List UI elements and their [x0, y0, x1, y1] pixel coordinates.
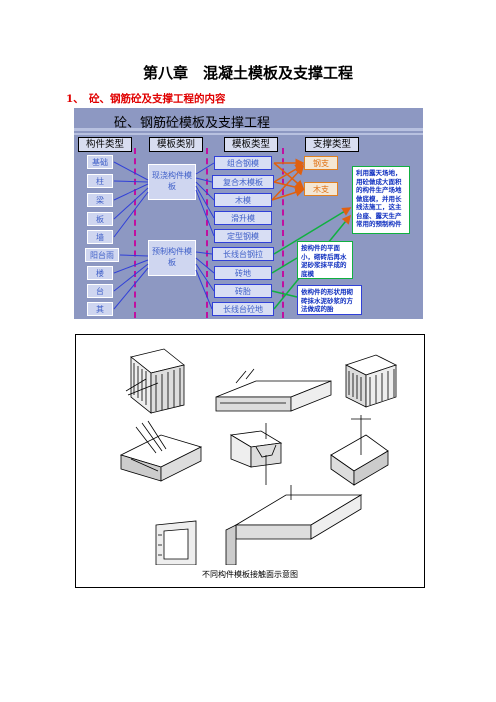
header-component-type: 构件类型 [78, 137, 132, 152]
slide-title-bar-thin [74, 133, 423, 135]
column-divider [134, 148, 136, 318]
component-other: 其 [87, 302, 113, 316]
type-brick-floor: 砖地 [214, 266, 272, 280]
formwork-sketches [119, 348, 398, 565]
type-wood: 木模 [214, 193, 272, 207]
header-template-category: 模板类别 [149, 137, 203, 152]
section-heading: 1、 砼、钢筋砼及支撑工程的内容 [66, 93, 226, 105]
component-wall: 墙 [87, 230, 113, 244]
type-brick-mold: 砖胎 [214, 284, 272, 298]
component-platform: 台 [87, 284, 113, 298]
component-foundation: 基础 [87, 155, 113, 169]
component-balcony: 阳台雨 [85, 248, 119, 262]
chapter-title: 第八章 混凝土模板及支撑工程 [142, 64, 353, 82]
trough-formwork-sketch [229, 423, 283, 485]
component-stair: 楼 [87, 266, 113, 280]
foundation-formwork-sketch [344, 354, 398, 408]
slide-title-bar [74, 128, 423, 131]
type-slipform: 滑升模 [214, 211, 272, 225]
type-longline-concrete: 长线台砼地 [212, 302, 274, 316]
slide-title: 砼、钢筋砼模板及支撑工程 [114, 116, 271, 131]
component-slab: 板 [87, 212, 113, 226]
note-brick-floor: 按构件的平面小，砌砖后再水泥砂浆抹平成的底模 [297, 241, 353, 279]
type-longline-steel: 长线台钢拉 [212, 247, 274, 261]
component-beam: 梁 [87, 193, 113, 207]
type-steel-combined: 组合钢模 [214, 156, 272, 170]
beam-formwork-sketch [215, 368, 332, 412]
support-wood: 木支 [304, 182, 338, 196]
pile-cap-formwork-sketch [330, 415, 389, 486]
category-precast: 预制构件模板 [148, 240, 196, 276]
formwork-contact-figure: 不同构件模板接触面示意图 [75, 334, 425, 588]
header-template-type: 模板类型 [224, 137, 278, 152]
note-brick-mold: 依构件的形状用砌砖抹水泥砂浆的方法做成的胎 [297, 285, 362, 315]
slab-formwork-sketch [119, 420, 203, 482]
long-beam-formwork-sketch [225, 485, 363, 565]
category-cast-in-place: 现浇构件模板 [148, 164, 196, 200]
type-fixed-steel: 定型钢模 [214, 229, 272, 243]
type-composite-wood: 复合木模板 [212, 175, 274, 189]
column-divider [206, 148, 208, 318]
note-longline-site: 利用露天场地，用砼做成大面积的构件生产场地做底模，并用长线法施工，这主台座、露天… [352, 166, 410, 234]
component-column: 柱 [87, 174, 113, 188]
header-support-type: 支撑类型 [305, 137, 359, 152]
column-divider [282, 148, 284, 318]
box-formwork-sketch [155, 520, 197, 565]
figure-caption: 不同构件模板接触面示意图 [202, 570, 298, 579]
formwork-slide: 砼、钢筋砼模板及支撑工程 构件类型 模板类别 模板类型 支撑类型 基础 柱 梁 … [74, 108, 423, 319]
column-formwork-sketch [125, 348, 185, 414]
support-steel: 钢支 [304, 156, 338, 170]
